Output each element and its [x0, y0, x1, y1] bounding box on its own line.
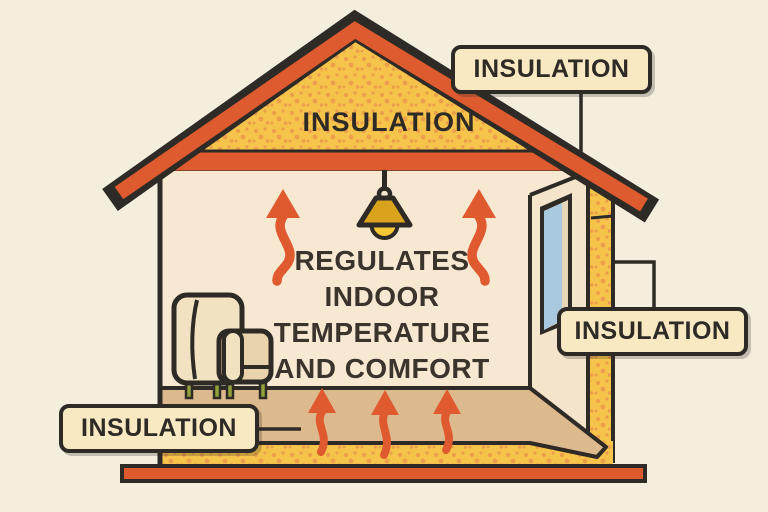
roof-insulation-callout: INSULATION: [451, 45, 652, 94]
room-message-line: AND COMFORT: [274, 353, 490, 384]
armchair-icon: [171, 292, 274, 400]
window: [540, 193, 572, 335]
callout-connectors: [252, 93, 656, 431]
window-glass: [544, 203, 562, 330]
wall-callout-connector: [613, 260, 656, 308]
attic-insulation-label: INSULATION: [302, 107, 476, 137]
heat-arrow-up-icon: [266, 189, 300, 286]
heat-arrow-up-icon: [462, 189, 496, 286]
ceiling-band: [159, 149, 596, 174]
room-message-line: REGULATES: [294, 245, 470, 276]
room-message-line: TEMPERATURE: [273, 317, 491, 348]
roof: [102, 9, 660, 223]
room-message: REGULATES INDOOR TEMPERATURE AND COMFORT: [242, 243, 522, 387]
floor-heat-arrows: [308, 388, 461, 459]
heat-arrow-up-icon: [371, 390, 399, 459]
room-heat-arrows: [266, 189, 496, 286]
heat-arrow-up-icon: [433, 389, 461, 454]
heat-arrow-up-icon: [308, 388, 336, 456]
floor-insulation-callout: INSULATION: [59, 404, 259, 453]
wall-insulation-callout: INSULATION: [557, 307, 748, 356]
pendant-lamp-icon: [356, 170, 413, 240]
room-message-line: INDOOR: [324, 281, 440, 312]
ground: [120, 464, 647, 483]
